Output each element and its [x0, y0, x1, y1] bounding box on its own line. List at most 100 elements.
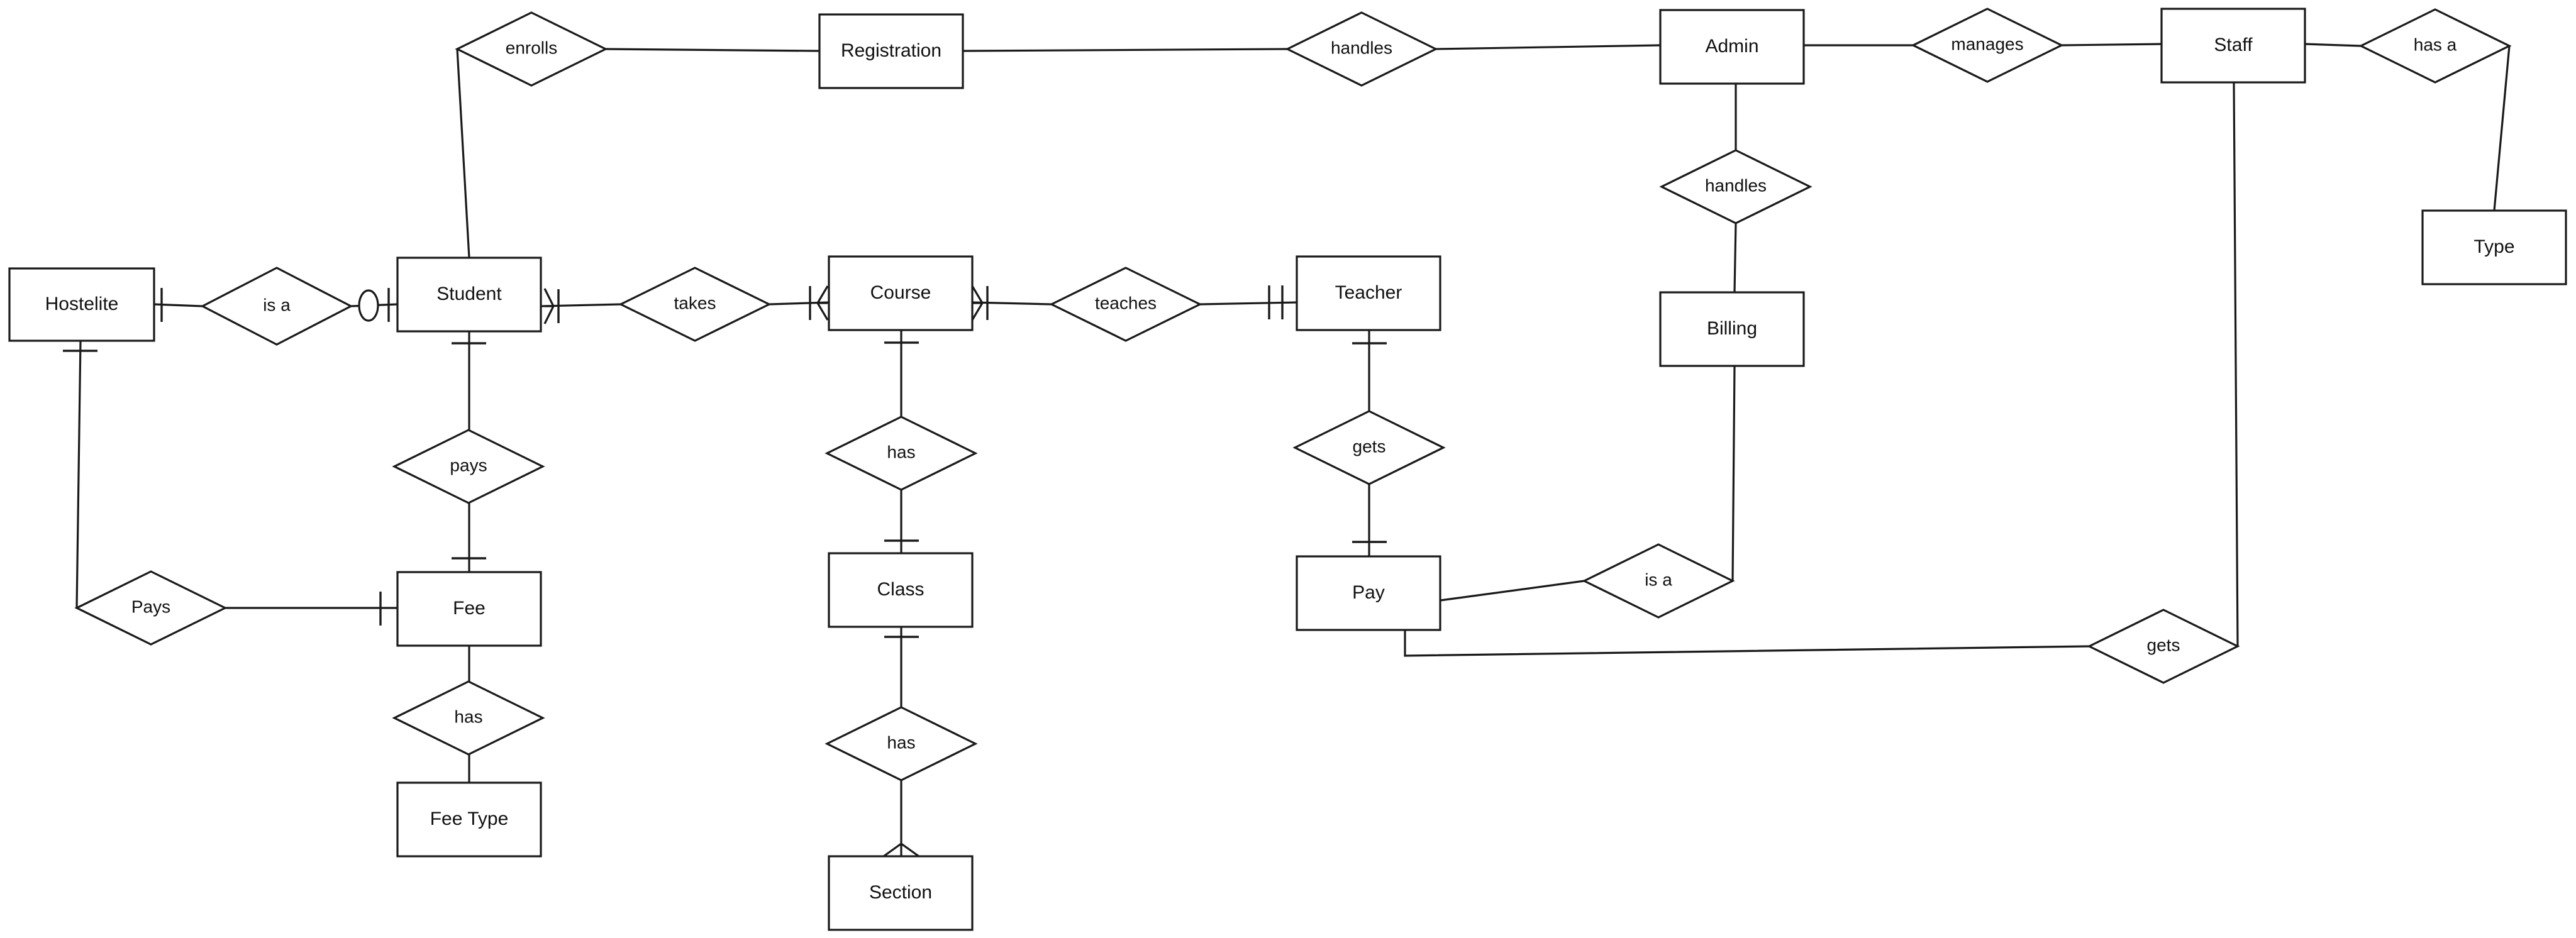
relationship-has-class-diamond[interactable] [824, 416, 978, 491]
entity-fee[interactable]: Fee [396, 571, 542, 647]
relationship-has-section-label: has [887, 732, 915, 752]
relationship-handles-registration[interactable]: handles [1285, 11, 1438, 87]
entity-hostelite[interactable]: Hostelite [8, 267, 155, 342]
entity-class[interactable]: Class [828, 552, 974, 628]
entity-fee-type[interactable]: Fee Type [396, 781, 542, 858]
entity-course-box[interactable] [828, 255, 974, 331]
relationship-pays-student[interactable]: pays [392, 429, 545, 504]
relationship-gets-teacher-diamond[interactable] [1292, 410, 1446, 485]
edge-handlesbilling-billing [1733, 223, 1737, 293]
entity-class-label: Class [877, 579, 924, 600]
cardinality-many-section-top [883, 842, 919, 858]
cardinality-layer [63, 285, 1387, 858]
relationship-is-a-student[interactable]: is a [200, 267, 353, 346]
entity-pay[interactable]: Pay [1296, 555, 1441, 631]
entity-billing[interactable]: Billing [1659, 291, 1805, 367]
relationship-is-a-student-diamond[interactable] [200, 267, 353, 346]
cardinality-zero-student-left [358, 289, 379, 322]
entity-type-box[interactable] [2421, 209, 2567, 285]
relationship-pays-hostelite[interactable]: Pays [74, 570, 228, 646]
relationship-has-class[interactable]: has [824, 416, 978, 491]
entity-staff[interactable]: Staff [2160, 8, 2306, 84]
entity-student-box[interactable] [396, 257, 542, 333]
relationship-teaches[interactable]: teaches [1049, 267, 1202, 342]
relationship-gets-staff-label: gets [2147, 635, 2180, 654]
relationship-has-fee-type[interactable]: has [392, 680, 545, 756]
entity-hostelite-box[interactable] [8, 267, 155, 342]
relationship-takes[interactable]: takes [618, 267, 772, 342]
entity-type-label: Type [2473, 236, 2514, 257]
relationship-manages-diamond[interactable] [1911, 8, 2064, 83]
relationship-handles-billing-diamond[interactable] [1659, 149, 1813, 224]
relationship-gets-teacher[interactable]: gets [1292, 410, 1446, 485]
entity-section-label: Section [869, 882, 932, 903]
relationship-layer: enrolls handles manages has a is a takes… [74, 8, 2512, 781]
edge-course-teaches [972, 301, 1052, 306]
entity-course-label: Course [870, 282, 931, 303]
edge-pay-getsstaff [1404, 630, 2090, 657]
entity-course[interactable]: Course [828, 255, 974, 331]
entity-staff-box[interactable] [2160, 8, 2306, 84]
relationship-has-fee-type-diamond[interactable] [392, 680, 545, 756]
relationship-pays-hostelite-diamond[interactable] [74, 570, 228, 646]
entity-fee-type-box[interactable] [396, 781, 542, 858]
cardinality-many-course-left [816, 285, 829, 321]
entity-teacher-box[interactable] [1296, 255, 1441, 331]
relationship-takes-label: takes [674, 293, 716, 312]
cardinality-many-course-right [971, 285, 984, 321]
entity-registration[interactable]: Registration [818, 13, 964, 89]
edge-enrolls-student [456, 48, 470, 258]
entity-fee-box[interactable] [396, 571, 542, 647]
relationship-pays-student-diamond[interactable] [392, 429, 545, 504]
relationship-manages[interactable]: manages [1911, 8, 2064, 83]
relationship-has-section[interactable]: has [824, 706, 978, 781]
edge-isapay-pay [1440, 580, 1585, 602]
entity-billing-label: Billing [1707, 318, 1757, 339]
edge-getsstaff-staff [2233, 82, 2239, 647]
entity-admin-box[interactable] [1659, 9, 1805, 85]
relationship-gets-staff[interactable]: gets [2087, 609, 2240, 684]
relationship-takes-diamond[interactable] [618, 267, 772, 342]
edge-handles-admin [1435, 44, 1661, 50]
entity-billing-box[interactable] [1659, 291, 1805, 367]
relationship-has-a-staff-diamond[interactable] [2358, 8, 2512, 84]
entity-pay-box[interactable] [1296, 555, 1441, 631]
entity-section[interactable]: Section [828, 855, 974, 931]
relationship-enrolls-diamond[interactable] [455, 11, 608, 87]
relationship-pays-student-label: pays [450, 455, 487, 475]
relationship-has-section-diamond[interactable] [824, 706, 978, 781]
relationship-is-a-pay[interactable]: is a [1582, 543, 1735, 619]
relationship-is-a-student-label: is a [263, 295, 291, 314]
edge-manages-staff [2061, 43, 2162, 47]
relationship-teaches-diamond[interactable] [1049, 267, 1202, 342]
relationship-is-a-pay-diamond[interactable] [1582, 543, 1735, 619]
entity-admin-label: Admin [1705, 36, 1758, 57]
edge-billing-isapay [1731, 365, 1736, 582]
entity-section-box[interactable] [828, 855, 974, 931]
entity-fee-type-label: Fee Type [430, 808, 509, 829]
entity-registration-box[interactable] [818, 13, 964, 89]
entity-teacher-label: Teacher [1335, 282, 1402, 303]
relationship-gets-staff-diamond[interactable] [2087, 609, 2240, 684]
entity-registration-label: Registration [841, 40, 941, 61]
edge-enrolls-registration [605, 48, 820, 52]
relationship-teaches-label: teaches [1095, 293, 1157, 312]
relationship-has-a-staff-label: has a [2414, 35, 2457, 54]
entity-pay-label: Pay [1352, 582, 1385, 603]
entity-admin[interactable]: Admin [1659, 9, 1805, 85]
relationship-handles-registration-diamond[interactable] [1285, 11, 1438, 87]
entity-hostelite-label: Hostelite [45, 294, 119, 314]
entity-student-label: Student [436, 284, 502, 304]
entity-type[interactable]: Type [2421, 209, 2567, 285]
relationship-handles-registration-label: handles [1331, 38, 1392, 57]
relationship-enrolls[interactable]: enrolls [455, 11, 608, 87]
relationship-has-fee-type-label: has [454, 707, 482, 726]
edge-staff-hasa [2304, 43, 2362, 47]
relationship-has-a-staff[interactable]: has a [2358, 8, 2512, 84]
entity-student[interactable]: Student [396, 257, 542, 333]
entity-class-box[interactable] [828, 552, 974, 628]
entity-teacher[interactable]: Teacher [1296, 255, 1441, 331]
edge-hostelite-payshostelite [75, 340, 82, 609]
relationship-handles-billing[interactable]: handles [1659, 149, 1813, 224]
